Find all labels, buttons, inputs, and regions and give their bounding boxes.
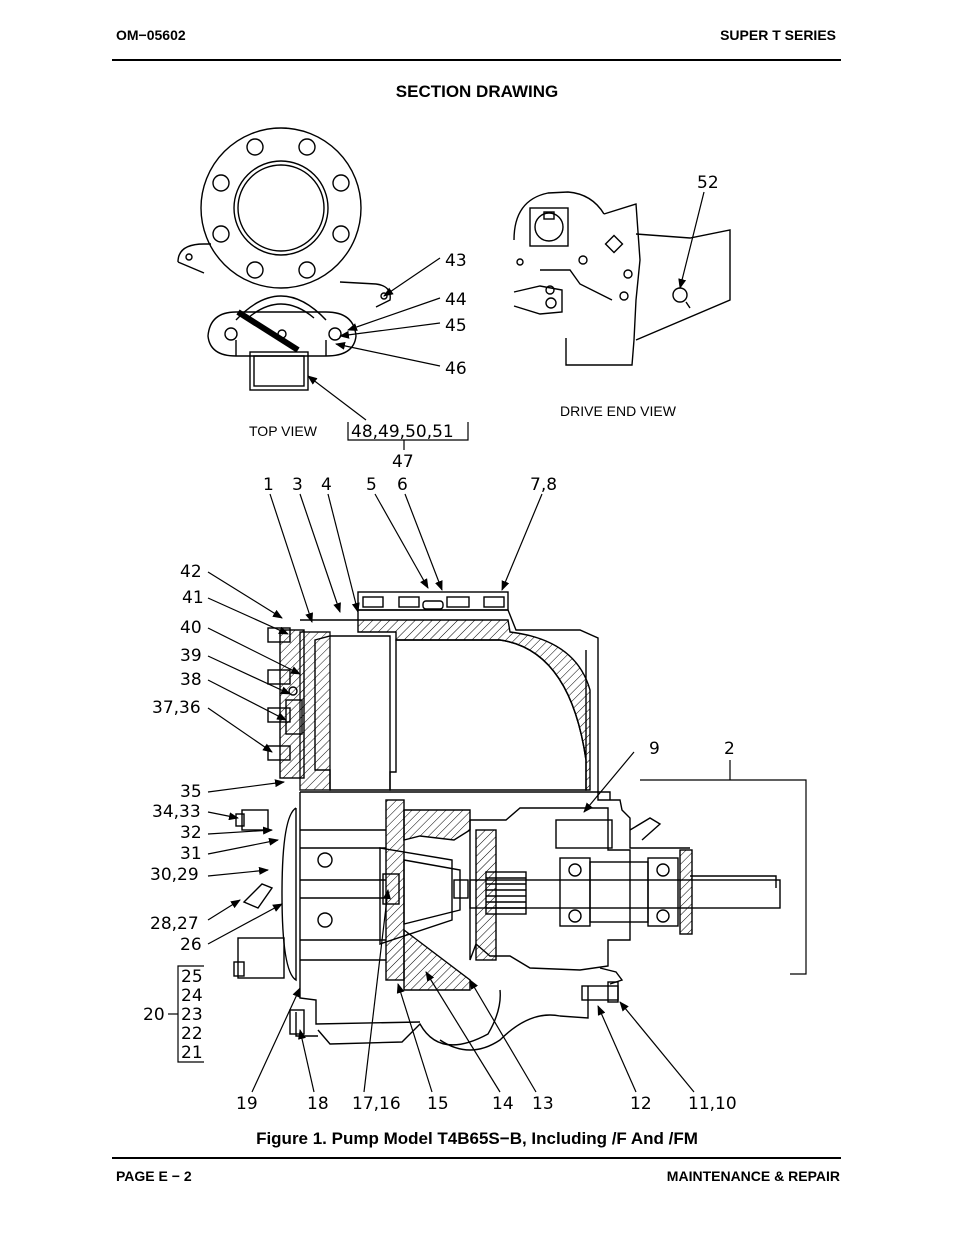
callout-45: 45 — [445, 316, 467, 336]
callout-31: 31 — [180, 844, 202, 864]
callout-42: 42 — [180, 562, 202, 582]
callout-44: 44 — [445, 290, 467, 310]
callout-35: 35 — [180, 782, 202, 802]
callout-20: 20 — [143, 1005, 165, 1025]
callout-41: 41 — [182, 588, 204, 608]
callout-25: 25 — [181, 967, 203, 987]
callout-1: 1 — [263, 475, 274, 495]
callout-26: 26 — [180, 935, 202, 955]
footer-rule — [112, 1157, 841, 1159]
callout-39: 39 — [180, 646, 202, 666]
callout-46: 46 — [445, 359, 467, 379]
callout-30-29: 30,29 — [150, 865, 199, 885]
callout-48-51: 48,49,50,51 — [351, 422, 454, 442]
page-number: PAGE E − 2 — [116, 1168, 192, 1184]
callout-18: 18 — [307, 1094, 329, 1114]
callout-13: 13 — [532, 1094, 554, 1114]
callout-34-33: 34,33 — [152, 802, 201, 822]
callout-38: 38 — [180, 670, 202, 690]
section-name: MAINTENANCE & REPAIR — [666, 1168, 840, 1184]
callout-52: 52 — [697, 173, 719, 193]
callout-3: 3 — [292, 475, 303, 495]
document-number: OM−05602 — [116, 27, 186, 43]
callout-12: 12 — [630, 1094, 652, 1114]
top-view — [177, 127, 391, 391]
callout-6: 6 — [397, 475, 408, 495]
callout-2: 2 — [724, 739, 735, 759]
pump-section-view — [233, 591, 781, 1051]
header-rule — [112, 59, 841, 61]
callout-7-8: 7,8 — [530, 475, 557, 495]
callout-14: 14 — [492, 1094, 514, 1114]
callout-23: 23 — [181, 1005, 203, 1025]
callout-21: 21 — [181, 1043, 203, 1063]
callout-28-27: 28,27 — [150, 914, 199, 934]
drive-end-view-label: DRIVE END VIEW — [560, 403, 677, 419]
callout-4: 4 — [321, 475, 332, 495]
series-name: SUPER T SERIES — [720, 27, 836, 43]
callout-15: 15 — [427, 1094, 449, 1114]
callout-5: 5 — [366, 475, 377, 495]
callout-24: 24 — [181, 986, 203, 1006]
callout-32: 32 — [180, 823, 202, 843]
callout-47: 47 — [392, 452, 414, 472]
callout-9: 9 — [649, 739, 660, 759]
callout-22: 22 — [181, 1024, 203, 1044]
callout-40: 40 — [180, 618, 202, 638]
callout-17-16: 17,16 — [352, 1094, 401, 1114]
section-title: SECTION DRAWING — [395, 82, 559, 101]
figure-caption: Figure 1. Pump Model T4B65S−B, Including… — [256, 1129, 698, 1148]
drive-end-view — [513, 191, 731, 366]
top-view-label: TOP VIEW — [249, 423, 318, 439]
callout-43: 43 — [445, 251, 467, 271]
callout-37-36: 37,36 — [152, 698, 201, 718]
callout-19: 19 — [236, 1094, 258, 1114]
callout-11-10: 11,10 — [688, 1094, 737, 1114]
